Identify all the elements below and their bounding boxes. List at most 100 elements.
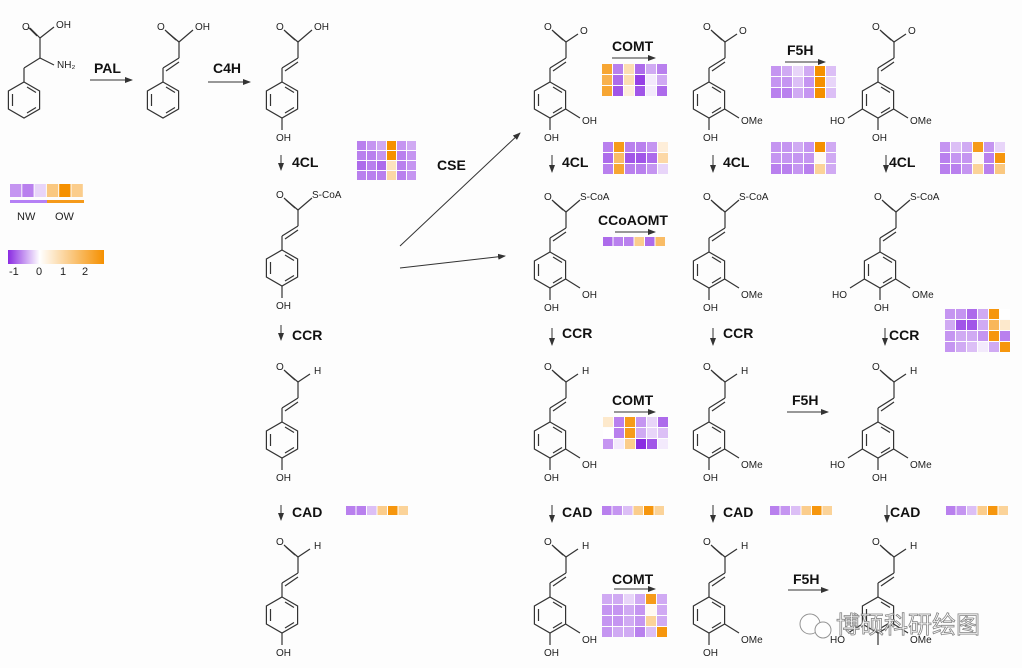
heatmap-cell [603, 164, 613, 174]
heatmap-cell [984, 164, 994, 174]
heatmap-cell [603, 417, 613, 427]
atom-oh: OH [703, 473, 718, 484]
atom-o: O [580, 26, 588, 37]
legend-label-ow: OW [55, 211, 75, 223]
heatmap-cell [812, 506, 822, 515]
heatmap-cell [647, 428, 657, 438]
atom-scoa: S-CoA [312, 190, 342, 201]
atom-o: O [874, 192, 882, 203]
molecule-sinapic-acid: O O OMe HO OH [830, 22, 932, 144]
heatmap-cell [357, 171, 366, 180]
heatmap-cell [10, 184, 22, 197]
heatmap-cell [962, 153, 972, 163]
atom-oh: OH [56, 20, 71, 31]
atom-oh: OH [703, 133, 718, 144]
heatmap-cell [603, 439, 613, 449]
molecule-ferulic-acid: O O OMe OH [692, 22, 763, 144]
heatmap-cell [614, 417, 624, 427]
heatmap-cell [603, 153, 613, 163]
heatmap-cell [945, 331, 955, 341]
atom-o: O [703, 192, 711, 203]
atom-scoa: S-CoA [910, 192, 940, 203]
heatmap-cell [771, 142, 781, 152]
heatmap-cell [826, 88, 836, 98]
legend-bar-ow [47, 200, 84, 203]
enzyme-comt-acid: COMT [612, 38, 654, 54]
heatmap-cell [995, 142, 1005, 152]
heatmap-cell [956, 506, 966, 515]
atom-ho: HO [830, 116, 845, 127]
molecule-5-hydroxyconiferaldehyde: O H OMe HO OH [830, 362, 932, 484]
atom-o: O [276, 190, 284, 201]
heatmap-comt-bottom [602, 594, 667, 637]
enzyme-4cl-ferulic: 4CL [723, 154, 750, 170]
arrow-to-caffeoyl-coa [399, 253, 506, 269]
heatmap-cell [946, 506, 956, 515]
heatmap-cell [815, 77, 825, 87]
atom-oh: OH [703, 648, 718, 659]
atom-ho: HO [832, 290, 847, 301]
heatmap-cell [657, 605, 667, 615]
heatmap-cell [624, 75, 634, 85]
atom-o: O [544, 22, 552, 33]
heatmap-cell [793, 153, 803, 163]
heatmap-cell [793, 88, 803, 98]
enzyme-ccr-feruloyl: CCR [723, 325, 753, 341]
heatmap-cell [940, 153, 950, 163]
heatmap-cell [782, 164, 792, 174]
molecule-feruloyl-coa: O S-CoA OMe OH [692, 192, 769, 314]
atom-scoa: S-CoA [580, 192, 610, 203]
atom-oh: OH [544, 648, 559, 659]
heatmap-cell [826, 164, 836, 174]
heatmap-cell [636, 428, 646, 438]
heatmap-cad-sinapyl [946, 506, 1008, 515]
heatmap-cell [989, 342, 999, 352]
heatmap-comt-aldehyde [603, 417, 668, 449]
atom-oh: OH [276, 133, 291, 144]
heatmap-cell [635, 616, 645, 626]
heatmap-4cl-ferulic [771, 142, 836, 174]
enzyme-ccr-left: CCR [292, 327, 322, 343]
heatmap-cell [397, 151, 406, 160]
heatmap-cell [647, 417, 657, 427]
atom-ome: OMe [910, 635, 932, 646]
heatmap-cell [407, 171, 416, 180]
enzyme-c4h: C4H [213, 60, 241, 76]
heatmap-cell [635, 64, 645, 74]
heatmap-cell [625, 428, 635, 438]
molecule-5-hydroxyconiferyl-alcohol: O H OMe HO [830, 537, 932, 646]
heatmap-cell [791, 506, 801, 515]
atom-o: O [276, 362, 284, 373]
heatmap-cell [646, 605, 656, 615]
atom-h: H [910, 541, 917, 552]
atom-o: O [544, 362, 552, 373]
molecule-p-coumaryl-alcohol: O H OH [265, 537, 321, 659]
arrow-to-caffeic-acid [399, 132, 521, 247]
heatmap-cell [1000, 320, 1010, 330]
heatmap-cell [624, 594, 634, 604]
enzyme-comt-aldehyde: COMT [612, 392, 654, 408]
heatmap-cell [634, 237, 644, 246]
heatmap-cell [613, 616, 623, 626]
heatmap-cell [613, 594, 623, 604]
heatmap-cell [658, 153, 668, 163]
atom-oh: OH [314, 22, 329, 33]
heatmap-4cl-left [357, 141, 416, 180]
atom-oh: OH [276, 301, 291, 312]
atom-o: O [908, 26, 916, 37]
heatmap-cell [377, 171, 386, 180]
heatmap-cell [973, 142, 983, 152]
atom-oh: OH [872, 473, 887, 484]
heatmap-cell [657, 627, 667, 637]
heatmap-cell [398, 506, 408, 515]
heatmap-cell [357, 141, 366, 150]
atom-h: H [582, 366, 589, 377]
heatmap-cell [940, 142, 950, 152]
atom-ho: HO [830, 635, 845, 646]
atom-ome: OMe [741, 635, 763, 646]
heatmap-cell [636, 164, 646, 174]
heatmap-cell [657, 616, 667, 626]
heatmap-cell [647, 153, 657, 163]
atom-ome: OMe [910, 460, 932, 471]
heatmap-cell [367, 141, 376, 150]
